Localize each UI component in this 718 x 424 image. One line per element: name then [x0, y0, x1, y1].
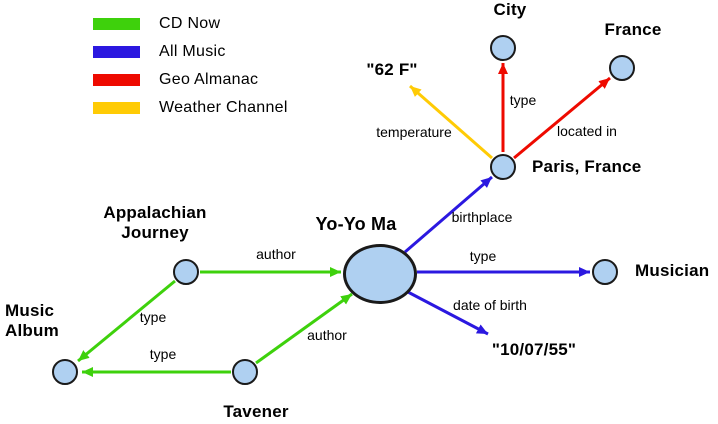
node-label-appalachian-journey: Appalachian Journey: [103, 203, 207, 242]
node-label-tavener: Tavener: [223, 402, 289, 421]
node-label-yo-yo-ma: Yo-Yo Ma: [315, 214, 397, 234]
node-paris-france: [490, 154, 516, 180]
node-label-temperature-value: "62 F": [366, 60, 418, 79]
node-music-album: [52, 359, 78, 385]
legend-swatch-cdnow: [93, 18, 140, 30]
edge-label-date-of-birth: date of birth: [453, 297, 527, 313]
edge-yo-yo-ma-to-birthdate-value: [405, 289, 489, 336]
edge-label-author: author: [256, 246, 296, 262]
node-musician: [592, 259, 618, 285]
edge-label-author: author: [307, 327, 347, 343]
node-label-paris-france: Paris, France: [532, 157, 642, 176]
node-label-musician: Musician: [635, 261, 710, 280]
legend-row-weatherchannel: Weather Channel: [93, 94, 288, 122]
edge-paris-france-to-france: [513, 76, 611, 160]
legend-row-allmusic: All Music: [93, 38, 288, 66]
legend-swatch-allmusic: [93, 46, 140, 58]
edge-label-type: type: [509, 92, 537, 108]
edge-paris-france-to-temperature-value: [409, 84, 493, 160]
edge-appalachian-journey-to-music-album: [77, 279, 176, 363]
node-yo-yo-ma: [343, 244, 417, 304]
legend-swatch-geoalmanac: [93, 74, 140, 86]
node-label-city: City: [493, 0, 527, 19]
edge-label-type: type: [139, 309, 167, 325]
legend-swatch-weatherchannel: [93, 102, 140, 114]
edge-label-birthplace: birthplace: [451, 209, 513, 225]
edge-tavener-to-yo-yo-ma: [255, 292, 353, 365]
node-france: [609, 55, 635, 81]
edge-label-temperature: temperature: [376, 124, 452, 140]
edge-label-type: type: [149, 346, 177, 362]
edge-label-located-in: located in: [557, 123, 617, 139]
legend-label-allmusic: All Music: [159, 43, 226, 60]
node-label-music-album: Music Album: [5, 301, 59, 340]
node-label-birthdate-value: "10/07/55": [491, 340, 577, 359]
edge-yo-yo-ma-to-paris-france: [404, 175, 493, 254]
legend-row-cdnow: CD Now: [93, 10, 288, 38]
node-city: [490, 35, 516, 61]
legend-row-geoalmanac: Geo Almanac: [93, 66, 288, 94]
edge-label-type: type: [469, 248, 497, 264]
node-tavener: [232, 359, 258, 385]
node-label-france: France: [604, 20, 662, 39]
node-appalachian-journey: [173, 259, 199, 285]
legend-label-geoalmanac: Geo Almanac: [159, 71, 259, 88]
legend-label-weatherchannel: Weather Channel: [159, 99, 288, 116]
legend-label-cdnow: CD Now: [159, 15, 221, 32]
